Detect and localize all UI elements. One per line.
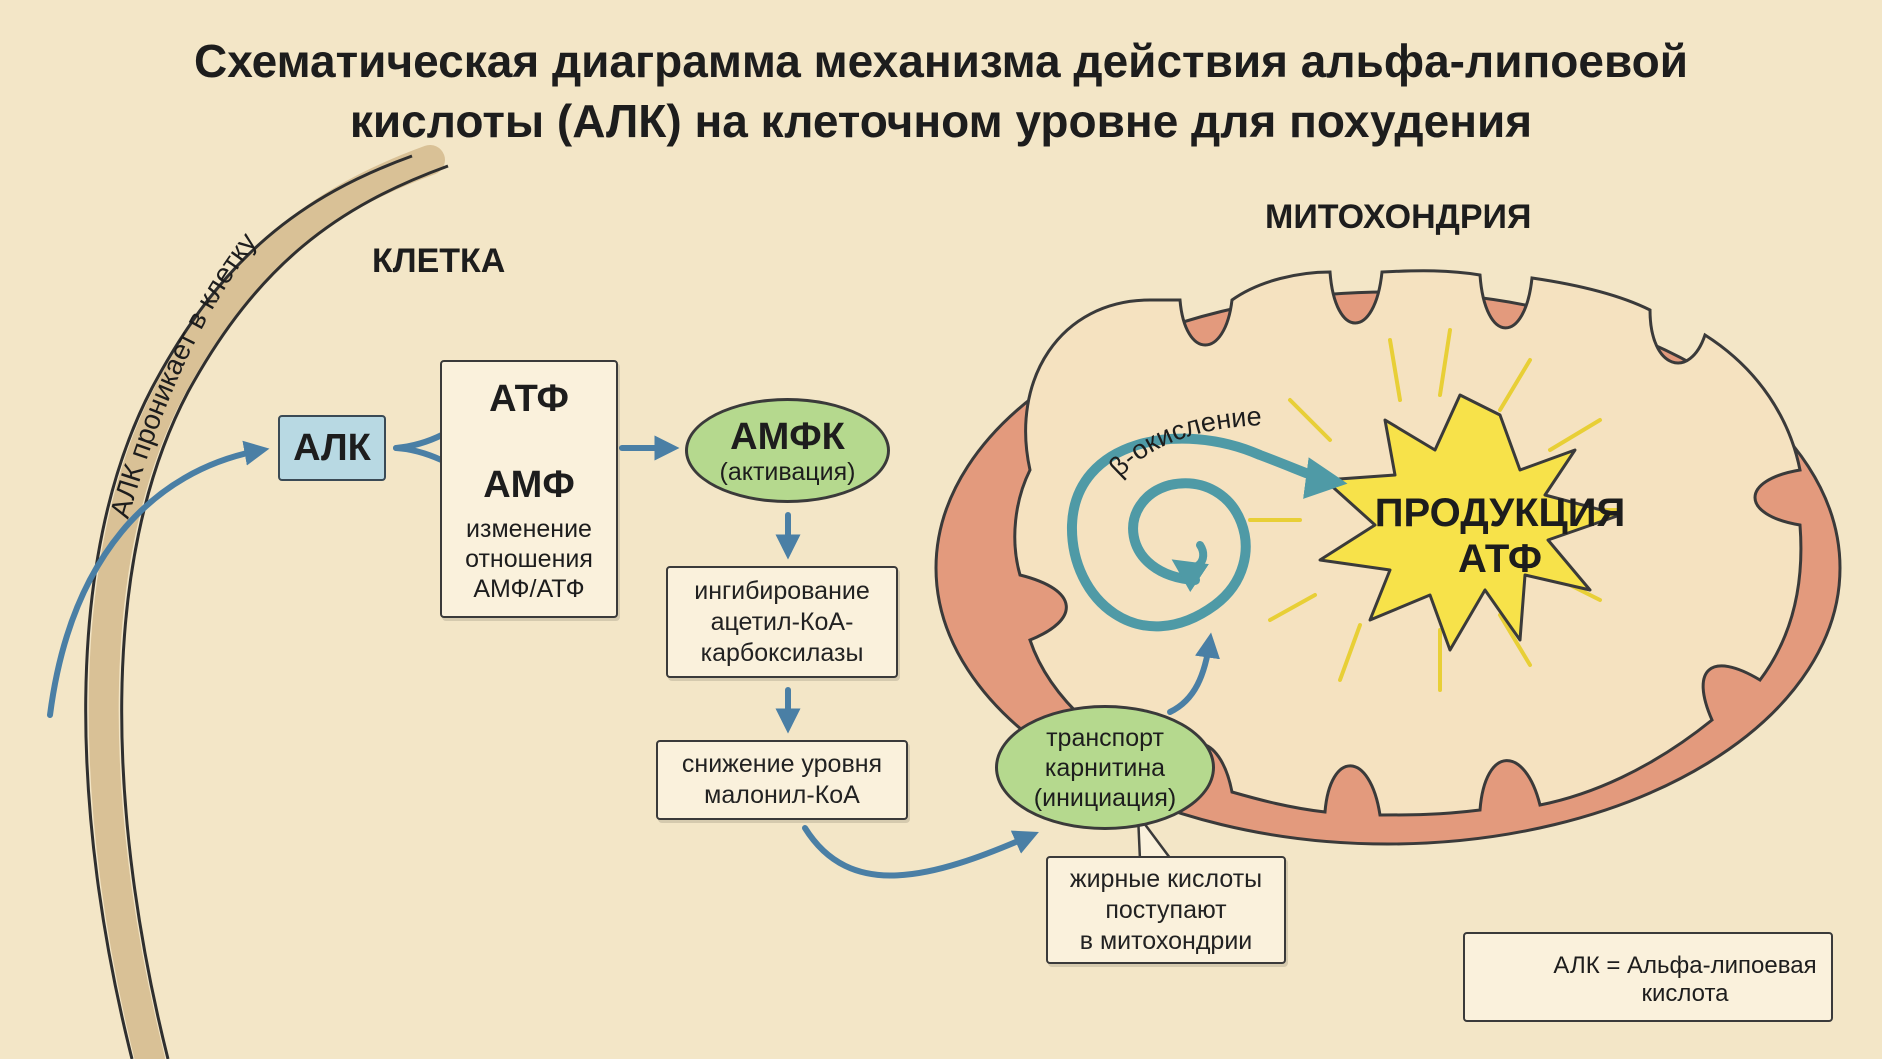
malonyl-coa-box: снижение уровня малонил-КоА <box>656 740 908 820</box>
ampk-label: АМФК <box>730 415 845 458</box>
legend-text: АЛК = Альфа-липоевая кислота <box>1540 952 1830 1008</box>
acc-line-3: карбоксилазы <box>700 638 864 667</box>
fatty-acids-line-3: в митохондрии <box>1079 926 1253 955</box>
ratio-caption-line-1: изменение <box>466 515 592 543</box>
atp-production-line-1: ПРОДУКЦИЯ <box>1374 491 1626 535</box>
acc-line-2: ацетил-КоА- <box>710 607 854 636</box>
page-title-line-2: кислоты (АЛК) на клеточном уровне для по… <box>349 95 1533 147</box>
beta-oxidation-spiral <box>1066 433 1348 632</box>
arrow-entry <box>47 440 270 718</box>
legend-line-2: кислота <box>1641 980 1729 1007</box>
fatty-acids-box: жирные кислоты поступают в митохондрии <box>1046 856 1286 964</box>
carnitine-transport-node: транспорт карнитина (инициация) <box>995 705 1215 830</box>
carnitine-line-1: транспорт <box>1046 723 1164 752</box>
legend <box>1463 932 1833 1022</box>
malonyl-line-1: снижение уровня <box>681 750 883 778</box>
atp-production-label: ПРОДУКЦИЯ АТФ <box>1360 490 1640 582</box>
legend-line-1: АЛК = Альфа-липоевая <box>1553 952 1817 979</box>
atp-production-line-2: АТФ <box>1458 537 1542 581</box>
atp-label: АТФ <box>489 378 569 420</box>
arrow-malonyl-to-carnitine <box>802 825 1039 879</box>
cell-label: КЛЕТКА <box>372 242 506 280</box>
atp-starburst <box>1248 328 1622 692</box>
acc-inhibition-box: ингибирование ацетил-КоА- карбоксилазы <box>666 566 898 678</box>
fatty-acids-line-1: жирные кислоты <box>1069 864 1263 893</box>
amp-label: АМФ <box>483 464 575 506</box>
alk-box: АЛК <box>278 415 386 481</box>
fatty-acids-line-2: поступают <box>1105 895 1227 924</box>
ratio-caption-line-2: отношения <box>465 545 593 573</box>
carnitine-line-3: (инициация) <box>1033 783 1177 812</box>
ratio-caption-line-3: АМФ/АТФ <box>473 575 585 603</box>
page-title-line-1: Схематическая диаграмма механизма действ… <box>194 35 1688 87</box>
arrow-carnitine-to-mito <box>1167 632 1220 715</box>
ampk-activation-label: (активация) <box>719 457 856 486</box>
cell-membrane <box>84 145 449 1059</box>
mitochondria-label: МИТОХОНДРИЯ <box>1265 198 1532 236</box>
acc-line-1: ингибирование <box>694 576 870 605</box>
malonyl-line-2: малонил-КоА <box>704 781 860 809</box>
carnitine-line-2: карнитина <box>1044 753 1166 782</box>
ampk-node: АМФК (активация) <box>685 398 890 503</box>
atp-amp-box: АТФ АМФ изменение отношения АМФ/АТФ <box>440 360 618 618</box>
